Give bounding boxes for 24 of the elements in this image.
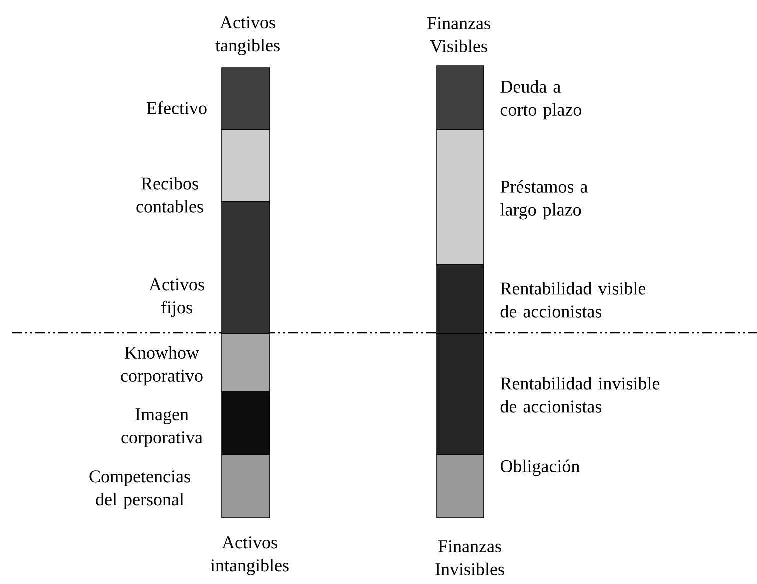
segment-label: Competencias del personal bbox=[90, 470, 190, 510]
segment-label: Knowhow corporativo bbox=[121, 346, 203, 386]
bar-segment bbox=[436, 334, 484, 456]
bar-segment bbox=[222, 392, 270, 456]
bar-segment bbox=[436, 66, 484, 130]
segment-label: Rentabilidad invisible de accionistas bbox=[500, 377, 660, 413]
segment-label: Activos fijos bbox=[149, 278, 204, 318]
segment-label: Préstamos a largo plazo bbox=[500, 180, 588, 220]
column-heading: Activos intangibles bbox=[210, 536, 289, 576]
bar-segment bbox=[436, 264, 484, 334]
segment-label: Recibos contables bbox=[136, 177, 204, 213]
bar-segment bbox=[222, 68, 270, 130]
bar-segment bbox=[222, 454, 270, 518]
segment-label: Imagen corporativa bbox=[122, 408, 203, 448]
segment-label: Efectivo bbox=[147, 102, 207, 114]
bar-segment bbox=[222, 334, 270, 392]
bar-segment bbox=[436, 130, 484, 266]
segment-label: Obligación bbox=[500, 460, 580, 476]
bar-segment bbox=[436, 454, 484, 518]
column-heading: Finanzas Invisibles bbox=[436, 540, 504, 576]
bar-segment bbox=[222, 130, 270, 202]
bar-segment bbox=[222, 202, 270, 334]
segment-label: Rentabilidad visible de accionistas bbox=[500, 282, 646, 318]
segment-label: Deuda a corto plazo bbox=[500, 80, 582, 120]
